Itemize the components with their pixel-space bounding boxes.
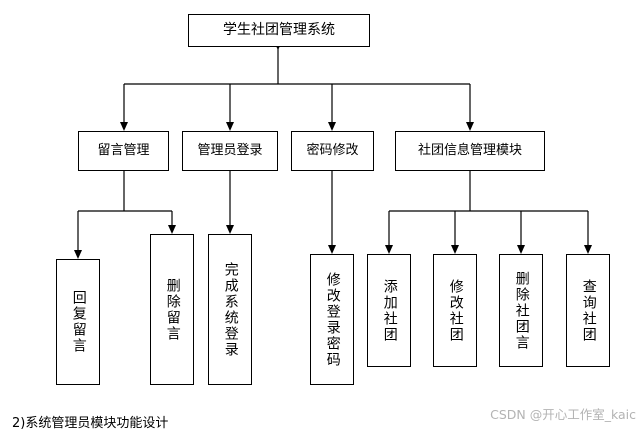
node-message-management: 留言管理 (78, 131, 169, 171)
node-password-change: 密码修改 (291, 131, 374, 171)
node-complete-system-login: 完成系统登录 (208, 234, 252, 385)
node-admin-login: 管理员登录 (182, 131, 278, 171)
node-root: 学生社团管理系统 (188, 14, 370, 47)
node-delete-club: 删除社团言 (499, 254, 543, 367)
node-query-club: 查询社团 (566, 254, 610, 367)
node-club-info-module: 社团信息管理模块 (395, 131, 545, 171)
figure-caption: 2)系统管理员模块功能设计 (12, 416, 169, 429)
node-add-club: 添加社团 (367, 254, 411, 367)
node-reply-message: 回复留言 (56, 259, 100, 385)
watermark: CSDN @开心工作室_kaic (490, 407, 636, 422)
node-modify-club: 修改社团 (433, 254, 477, 367)
node-modify-login-password: 修改登录密码 (310, 254, 354, 385)
node-delete-message: 删除留言 (150, 234, 194, 385)
